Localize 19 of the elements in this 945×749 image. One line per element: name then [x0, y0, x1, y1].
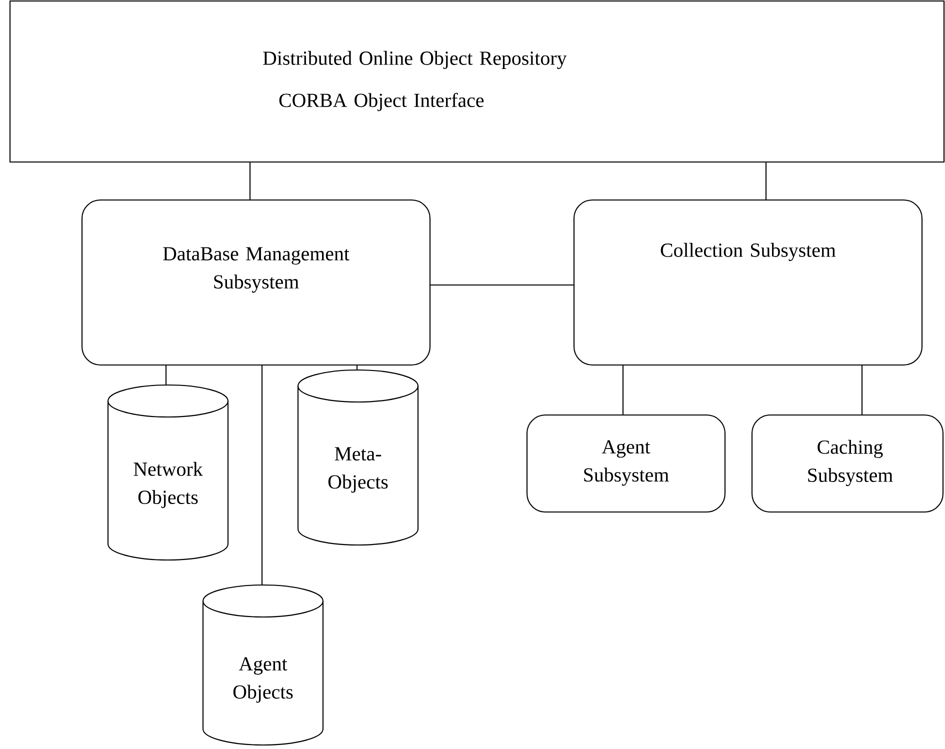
connector-line	[861, 366, 863, 414]
connector-line	[165, 366, 167, 384]
connector-line	[249, 162, 251, 200]
subsystem-box: Caching Subsystem	[751, 414, 944, 513]
system-box: Distributed Online Object Repository CORBA Object Interface	[9, 0, 945, 163]
database-cylinder: Agent Objects	[202, 584, 324, 746]
database-cylinder: Network Objects	[107, 384, 229, 561]
connector-line	[430, 284, 574, 286]
node-label: Agent Objects	[233, 657, 293, 703]
connector-line	[622, 366, 624, 414]
subsystem-box: Agent Subsystem	[526, 414, 726, 513]
connector-line	[261, 366, 263, 584]
connector-line	[356, 366, 358, 370]
subsystem-box: DataBase Management Subsystem	[81, 199, 431, 366]
database-cylinder: Meta-Objects	[297, 369, 419, 546]
node-label: Network Objects	[134, 462, 203, 508]
connector-line	[765, 162, 767, 200]
node-label: Meta-Objects	[328, 447, 388, 493]
subsystem-box: Collection Subsystem	[573, 199, 923, 366]
